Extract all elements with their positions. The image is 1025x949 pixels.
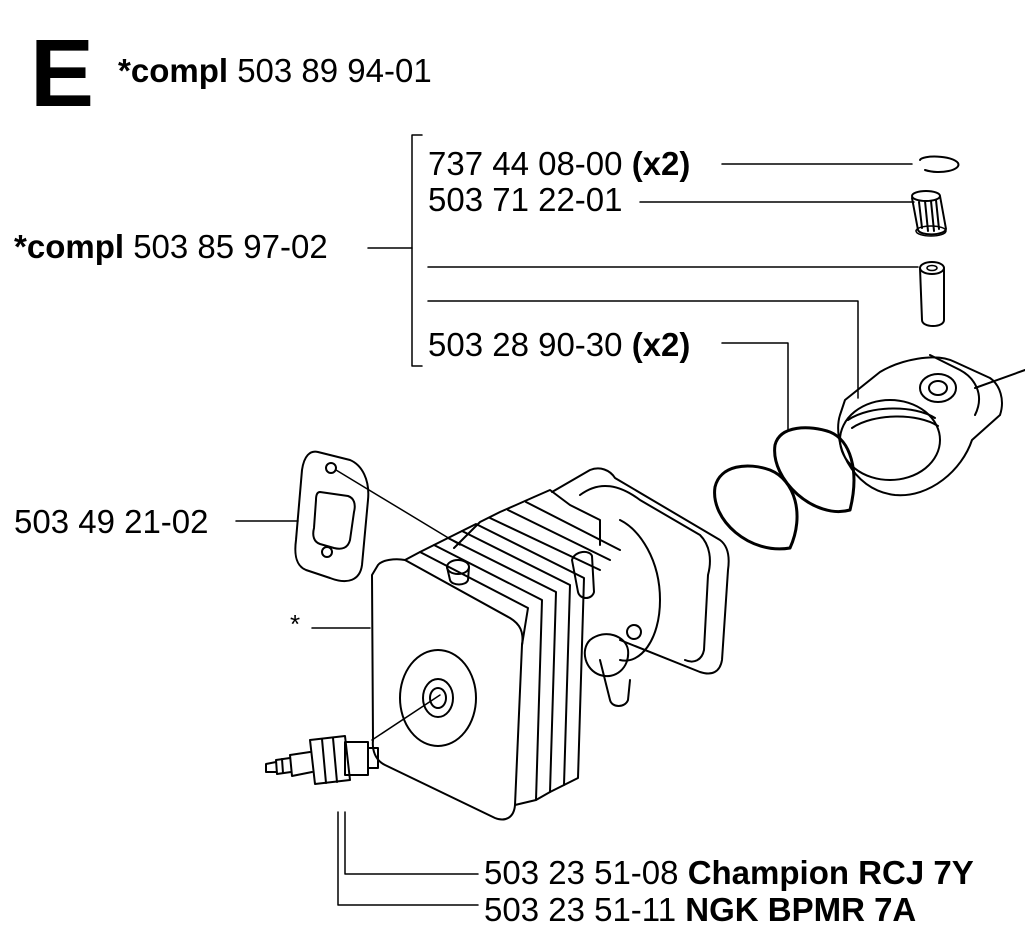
circlip-drawing <box>919 155 960 173</box>
piston-leader <box>427 300 859 399</box>
part-number: 737 44 08-00 <box>428 145 623 182</box>
leader-lines <box>235 134 919 906</box>
part-number: 503 28 90-30 <box>428 326 623 363</box>
part-number: 503 89 94-01 <box>237 52 432 89</box>
piston-ring-label: 503 28 90-30 (x2) <box>428 328 690 361</box>
compl-prefix: *compl <box>14 228 125 265</box>
part-number: 503 23 51-11 <box>484 891 677 928</box>
cylinder-asterisk-label: * <box>290 609 301 639</box>
brand: NGK BPMR 7A <box>685 891 917 928</box>
needle-bearing-drawing <box>911 190 947 237</box>
spark-plug-ngk-label: 503 23 51-11 NGK BPMR 7A <box>484 893 916 926</box>
spark-plug-champion-label: 503 23 51-08 Champion RCJ 7Y <box>484 856 974 889</box>
brand: Champion RCJ 7Y <box>687 854 974 891</box>
part-number: 503 23 51-08 <box>484 854 679 891</box>
spark-plug-drawing <box>265 735 379 785</box>
assembly-bracket <box>411 134 423 367</box>
piston-rings-drawing <box>713 426 856 551</box>
needle-bearing-label: 503 71 22-01 <box>428 183 623 216</box>
cylinder-assembly-label: *compl 503 89 94-01 <box>118 54 432 87</box>
section-letter: E <box>30 20 95 127</box>
quantity: (x2) <box>631 145 691 182</box>
gasket-label: 503 49 21-02 <box>14 505 209 538</box>
compl-prefix: *compl <box>118 52 229 89</box>
piston-assembly-label: *compl 503 85 97-02 <box>14 230 328 263</box>
part-number: 503 71 22-01 <box>428 181 623 218</box>
quantity: (x2) <box>631 326 691 363</box>
plug-leader-2 <box>337 811 479 906</box>
plug-leader-1 <box>344 811 479 875</box>
piston-drawing <box>837 354 1025 497</box>
gasket-drawing <box>294 450 370 583</box>
cylinder-drawing <box>371 467 730 821</box>
part-number: 503 49 21-02 <box>14 503 209 540</box>
ring-leader <box>721 342 789 431</box>
part-number: 503 85 97-02 <box>133 228 328 265</box>
piston-pin-drawing <box>919 261 945 327</box>
circlip-label: 737 44 08-00 (x2) <box>428 147 690 180</box>
